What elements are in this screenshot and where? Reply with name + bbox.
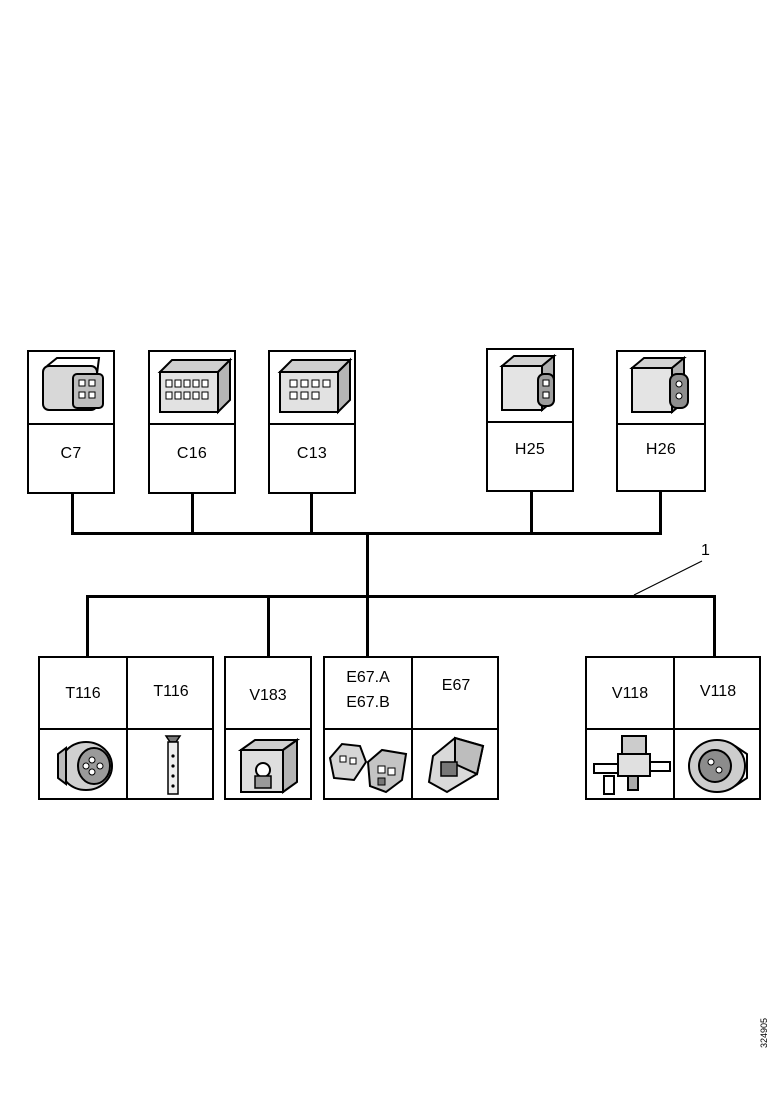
round-valve-connector-icon: [677, 732, 759, 803]
drop-wire-h25: [530, 490, 533, 534]
component-label-e67b: E67.B: [346, 694, 390, 711]
connector-box-c16[interactable]: C16: [148, 350, 236, 494]
connector-label-c13: C13: [296, 445, 328, 462]
connector-label-h25: H25: [514, 441, 546, 458]
connector-box-c7[interactable]: C7: [27, 350, 115, 494]
component-label-t116-a: T116: [65, 685, 101, 702]
drop-wire-c13: [310, 492, 313, 534]
component-label-e67: E67: [441, 677, 471, 694]
component-label-t116-b: T116: [153, 683, 189, 700]
component-label-e67a: E67.A: [346, 669, 390, 686]
connector-label-h26: H26: [645, 441, 677, 458]
connector-c16-icon: [150, 352, 234, 425]
upper-bus-wire: [71, 532, 662, 535]
connector-box-h25[interactable]: H25: [486, 348, 574, 492]
component-box-e67[interactable]: E67.A E67.B E67: [323, 656, 499, 800]
drop-wire-h26: [659, 490, 662, 534]
drop-wire-c7: [71, 492, 74, 534]
component-box-v183[interactable]: V183: [224, 656, 312, 800]
connector-label-c16: C16: [176, 445, 208, 462]
pair-connector-icon: [326, 732, 410, 803]
block-connector-icon: [415, 732, 497, 803]
connector-box-h26[interactable]: H26: [616, 350, 706, 492]
connector-h25-icon: [488, 350, 572, 423]
connector-label-c7: C7: [60, 445, 82, 462]
component-box-t116[interactable]: T116 T116: [38, 656, 214, 800]
drop-wire-t116: [86, 595, 89, 657]
component-label-v118-b: V118: [699, 683, 737, 700]
callout-number: 1: [701, 542, 710, 559]
valve-connector-icon: [227, 732, 309, 803]
component-box-v118[interactable]: V118 V118: [585, 656, 761, 800]
drop-wire-c16: [191, 492, 194, 534]
drop-wire-v118: [713, 595, 716, 657]
connector-h26-icon: [618, 352, 704, 425]
drop-wire-v183: [267, 595, 270, 657]
component-label-v183: V183: [249, 687, 287, 704]
reference-code: 324905: [759, 1017, 769, 1048]
callout-leader: [633, 560, 703, 596]
connector-box-c13[interactable]: C13: [268, 350, 356, 494]
connector-c13-icon: [270, 352, 354, 425]
component-label-v118-a: V118: [611, 685, 649, 702]
round-connector-icon: [42, 732, 124, 803]
lower-bus-wire: [86, 595, 716, 598]
solenoid-valve-icon: [588, 732, 672, 803]
terminal-pin-icon: [130, 732, 212, 803]
connector-c7-icon: [29, 352, 113, 425]
